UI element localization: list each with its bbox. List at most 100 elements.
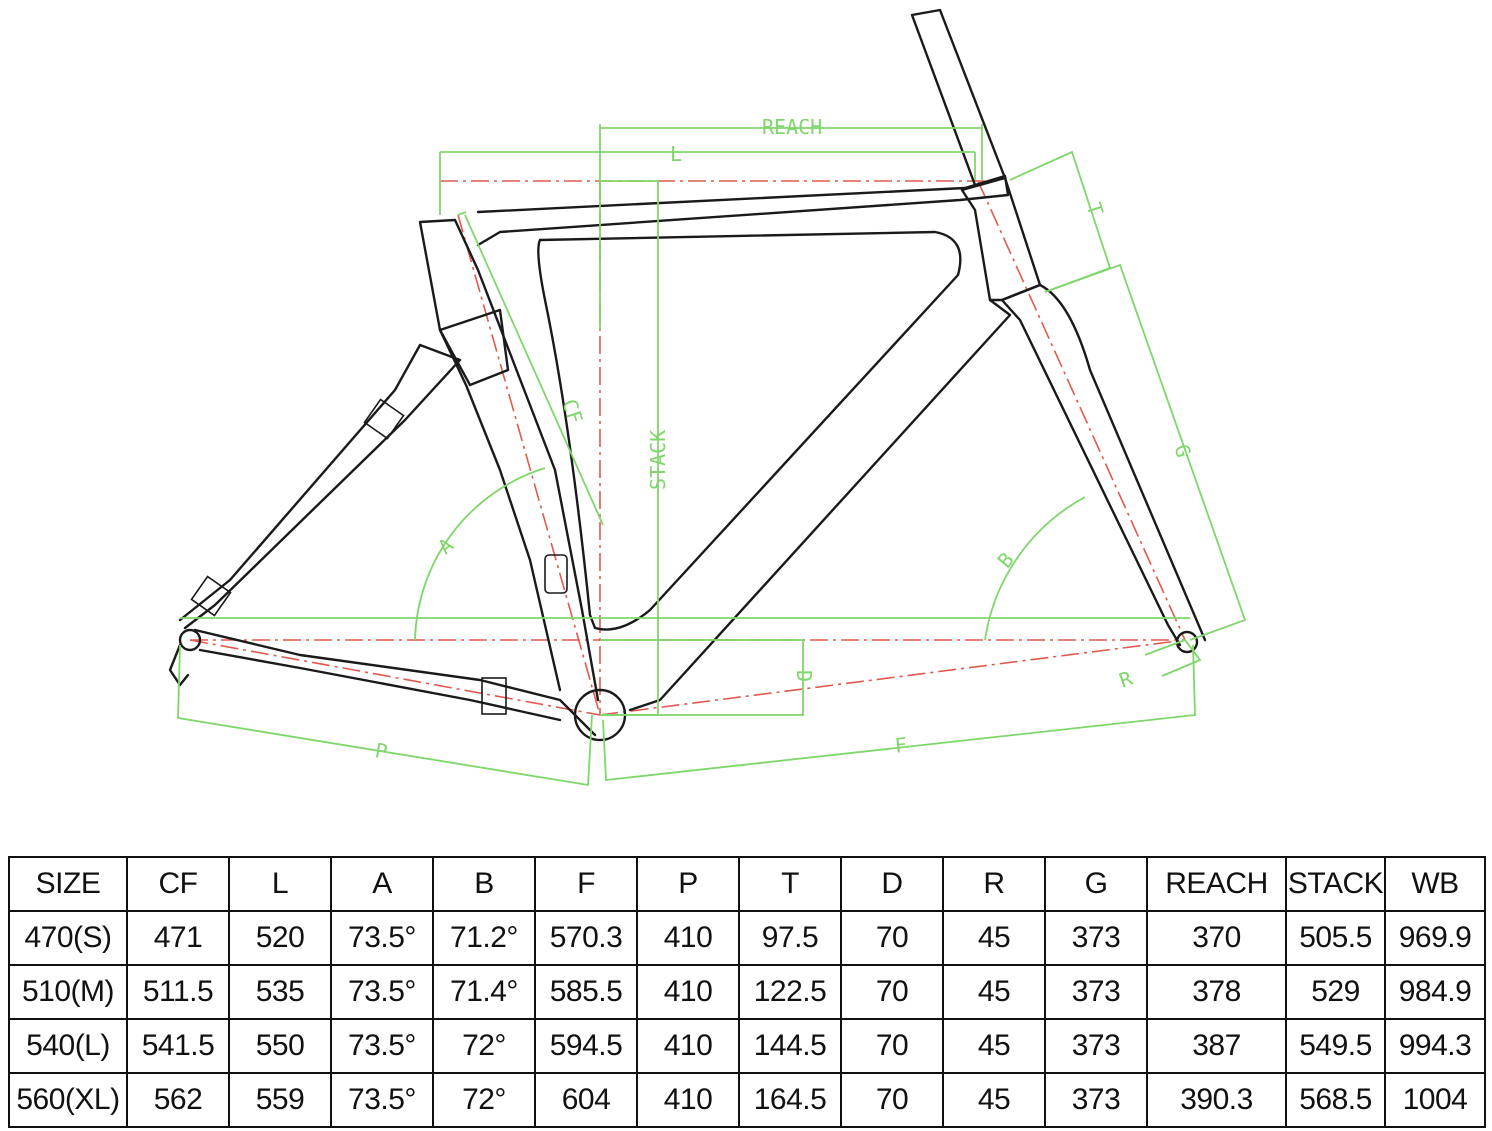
table-cell: 410 <box>636 964 740 1020</box>
table-cell: 540(L) <box>8 1018 128 1074</box>
top-tube-outline <box>476 174 1010 247</box>
table-cell: 73.5° <box>330 1018 434 1074</box>
table-cell: 529 <box>1285 964 1386 1020</box>
table-cell: 71.2° <box>432 910 536 966</box>
a-angle-arc <box>414 467 546 641</box>
table-cell: 535 <box>228 964 332 1020</box>
frame-geometry-diagram: REACH L T CF STACK G A B D R P F <box>168 8 1247 787</box>
r-label: R <box>1116 666 1136 693</box>
table-cell: 568.5 <box>1285 1072 1386 1128</box>
table-cell: 45 <box>942 910 1046 966</box>
header-wb: WB <box>1384 856 1486 912</box>
table-cell: 1004 <box>1384 1072 1486 1128</box>
header-l: L <box>228 856 332 912</box>
table-cell: 410 <box>636 1018 740 1074</box>
dimension-labels: REACH L T CF STACK G A B D R P F <box>373 115 1196 764</box>
table-cell: 373 <box>1044 910 1148 966</box>
fork-blade <box>1000 283 1207 647</box>
header-cf: CF <box>126 856 230 912</box>
main-triangle-inner <box>537 230 962 631</box>
table-cell: 373 <box>1044 1018 1148 1074</box>
table-cell: 604 <box>534 1072 638 1128</box>
table-cell: 594.5 <box>534 1018 638 1074</box>
table-row: 540(L) 541.5 550 73.5° 72° 594.5 410 144… <box>8 1018 1486 1074</box>
table-cell: 390.3 <box>1146 1072 1287 1128</box>
f-label: F <box>894 733 908 758</box>
table-cell: 45 <box>942 1018 1046 1074</box>
l-dimension <box>439 151 976 215</box>
seatstay-outline <box>178 343 462 630</box>
table-cell: 510(M) <box>8 964 128 1020</box>
b-label: B <box>993 548 1019 573</box>
table-cell: 560(XL) <box>8 1072 128 1128</box>
table-cell: 471 <box>126 910 230 966</box>
p-label: P <box>373 738 389 764</box>
f-dimension <box>602 644 1196 781</box>
table-cell: 505.5 <box>1285 910 1386 966</box>
geometry-table: SIZE CF L A B F P T D R G REACH STACK WB… <box>8 856 1486 1128</box>
d-label: D <box>792 670 816 682</box>
stack-label: STACK <box>646 430 670 490</box>
seat-tube-outline <box>418 218 600 702</box>
header-b: B <box>432 856 536 912</box>
header-f: F <box>534 856 638 912</box>
table-header-row: SIZE CF L A B F P T D R G REACH STACK WB <box>8 856 1486 912</box>
table-cell: 969.9 <box>1384 910 1486 966</box>
table-cell: 373 <box>1044 964 1148 1020</box>
centerlines <box>189 180 1186 716</box>
d-dimension <box>600 639 804 716</box>
table-cell: 45 <box>942 1072 1046 1128</box>
table-cell: 570.3 <box>534 910 638 966</box>
reach-dimension <box>599 124 983 330</box>
table-cell: 410 <box>636 1072 740 1128</box>
l-label: L <box>670 142 682 166</box>
t-label: T <box>1082 200 1109 219</box>
table-cell: 387 <box>1146 1018 1287 1074</box>
table-cell: 70 <box>840 964 944 1020</box>
table-cell: 541.5 <box>126 1018 230 1074</box>
table-cell: 378 <box>1146 964 1287 1020</box>
table-cell: 410 <box>636 910 740 966</box>
table-cell: 470(S) <box>8 910 128 966</box>
table-cell: 71.4° <box>432 964 536 1020</box>
table-cell: 122.5 <box>738 964 842 1020</box>
table-cell: 520 <box>228 910 332 966</box>
seatpost-clamp <box>438 308 510 387</box>
table-cell: 370 <box>1146 910 1287 966</box>
p-dimension <box>177 644 593 787</box>
down-tube-outline <box>628 298 1012 712</box>
r-dimension <box>1144 638 1202 677</box>
chainstay-outline <box>193 628 597 737</box>
table-cell: 72° <box>432 1018 536 1074</box>
table-cell: 164.5 <box>738 1072 842 1128</box>
table-cell: 97.5 <box>738 910 842 966</box>
header-stack: STACK <box>1285 856 1386 912</box>
t-dimension <box>1009 150 1112 293</box>
front-center-line <box>599 639 1186 716</box>
table-cell: 994.3 <box>1384 1018 1486 1074</box>
front-dropout <box>1175 630 1199 654</box>
bottle-mount <box>544 554 568 594</box>
frame-outline <box>168 8 1207 742</box>
table-cell: 511.5 <box>126 964 230 1020</box>
table-cell: 559 <box>228 1072 332 1128</box>
table-cell: 73.5° <box>330 964 434 1020</box>
table-cell: 72° <box>432 1072 536 1128</box>
g-label: G <box>1169 441 1196 460</box>
cable-port-seatstay <box>363 398 405 440</box>
table-row: 510(M) 511.5 535 73.5° 71.4° 585.5 410 1… <box>8 964 1486 1020</box>
table-row: 560(XL) 562 559 73.5° 72° 604 410 164.5 … <box>8 1072 1486 1128</box>
seat-tube-centerline <box>457 214 601 716</box>
head-tube-centerline <box>977 180 1186 641</box>
reach-label: REACH <box>762 115 822 139</box>
table-cell: 550 <box>228 1018 332 1074</box>
header-t: T <box>738 856 842 912</box>
table-cell: 73.5° <box>330 910 434 966</box>
table-cell: 70 <box>840 910 944 966</box>
table-cell: 373 <box>1044 1072 1148 1128</box>
header-r: R <box>942 856 1046 912</box>
g-dimension <box>1044 263 1247 641</box>
table-cell: 585.5 <box>534 964 638 1020</box>
table-cell: 562 <box>126 1072 230 1128</box>
chainstay-centerline <box>189 639 601 716</box>
